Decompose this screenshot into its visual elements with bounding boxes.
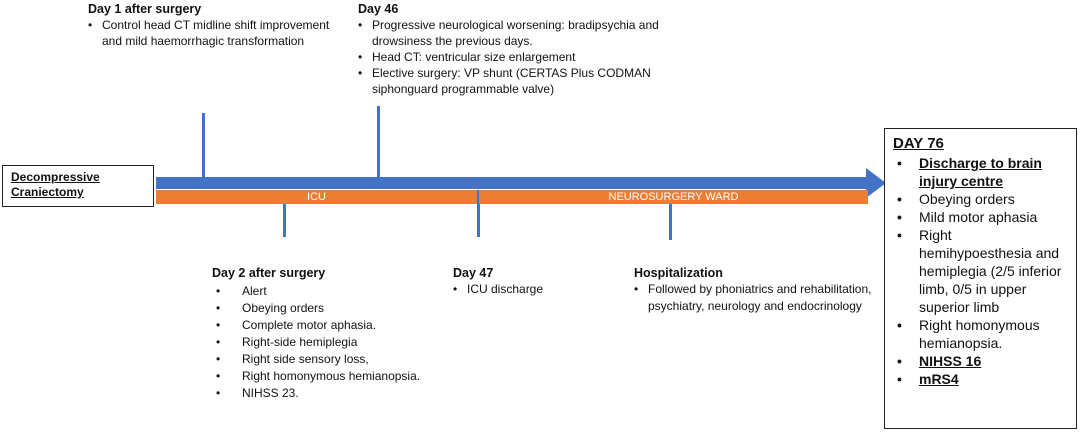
- event-day2-item: Alert: [212, 283, 442, 300]
- icu-ward-divider: [477, 190, 479, 204]
- event-day1-item: Control head CT midline shift improvemen…: [88, 17, 343, 49]
- timeline-arrow-shaft: [156, 177, 868, 189]
- end-item: NIHSS 16: [893, 352, 1068, 370]
- start-box-decompressive-craniectomy: Decompressive Craniectomy: [2, 165, 154, 207]
- tick-hospitalization: [669, 204, 672, 240]
- event-day47: Day 47 ICU discharge: [453, 266, 603, 297]
- end-item: mRS4: [893, 370, 1068, 388]
- event-day2-item: Obeying orders: [212, 300, 442, 317]
- event-hospitalization-item: Followed by phoniatrics and rehabilitati…: [634, 281, 878, 315]
- tick-day46: [377, 106, 380, 177]
- event-day46-item: Progressive neurological worsening: brad…: [358, 17, 676, 49]
- tick-day47: [477, 204, 480, 237]
- hospital-stay-bar: [156, 190, 868, 204]
- tick-day1: [202, 113, 205, 177]
- ward-segment-label: NEUROSURGERY WARD: [608, 191, 739, 203]
- start-label-line2: Craniectomy: [11, 185, 84, 199]
- event-day1: Day 1 after surgery Control head CT midl…: [88, 2, 343, 49]
- end-item: Right hemihypoesthesia and hemiplegia (2…: [893, 226, 1068, 316]
- timeline-arrow-head: [866, 168, 886, 198]
- icu-segment-label: ICU: [307, 191, 326, 203]
- tick-day2: [283, 204, 286, 237]
- event-day1-title: Day 1 after surgery: [88, 2, 202, 16]
- end-item: Right homonymous hemianopsia.: [893, 316, 1068, 352]
- end-item: Obeying orders: [893, 190, 1068, 208]
- event-day2-item: Complete motor aphasia.: [212, 317, 442, 334]
- event-day46: Day 46 Progressive neurological worsenin…: [358, 2, 676, 97]
- event-day2-item: Right side sensory loss,: [212, 351, 442, 368]
- event-day46-title: Day 46: [358, 2, 399, 16]
- event-day2-item: Right-side hemiplegia: [212, 334, 442, 351]
- event-day2: Day 2 after surgery Alert Obeying orders…: [212, 266, 442, 402]
- event-hospitalization: Hospitalization Followed by phoniatrics …: [634, 266, 878, 315]
- event-day47-title: Day 47: [453, 266, 494, 280]
- end-item: Mild motor aphasia: [893, 208, 1068, 226]
- event-day47-item: ICU discharge: [453, 281, 603, 297]
- event-day46-item: Elective surgery: VP shunt (CERTAS Plus …: [358, 65, 676, 97]
- end-box-day76: DAY 76 Discharge to brain injury centre …: [884, 128, 1077, 429]
- event-day2-title: Day 2 after surgery: [212, 266, 326, 280]
- event-day46-item: Head CT: ventricular size enlargement: [358, 49, 676, 65]
- event-hospitalization-title: Hospitalization: [634, 266, 723, 280]
- end-box-title: DAY 76: [893, 135, 944, 152]
- event-day2-item: NIHSS 23.: [212, 385, 442, 402]
- event-day2-item: Right homonymous hemianopsia.: [212, 368, 442, 385]
- start-label-line1: Decompressive: [11, 170, 100, 184]
- end-item: Discharge to brain injury centre: [893, 154, 1068, 190]
